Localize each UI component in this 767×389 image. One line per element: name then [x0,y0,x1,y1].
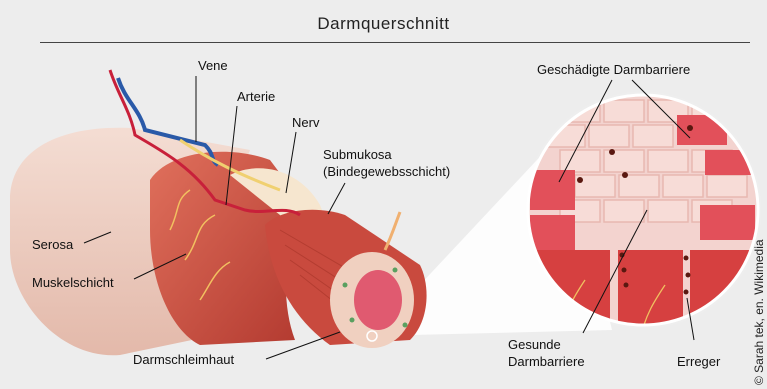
label-geschaedigte: Geschädigte Darmbarriere [537,62,690,78]
label-submukosa-sub: (Bindegewebsschicht) [323,164,450,180]
label-arterie: Arterie [237,89,275,105]
label-darmbarriere: Darmbarriere [508,354,585,370]
label-gesunde: Gesunde [508,337,561,353]
mucosa-lumen [354,270,402,330]
label-submukosa: Submukosa [323,147,392,163]
nerve-branch [385,212,400,250]
label-muskelschicht: Muskelschicht [32,275,114,291]
label-darmschleimhaut: Darmschleimhaut [133,352,234,368]
label-nerv: Nerv [292,115,319,131]
image-credit: © Sarah tek, en. Wikimedia [752,239,766,385]
label-erreger: Erreger [677,354,720,370]
label-serosa: Serosa [32,237,73,253]
label-vene: Vene [198,58,228,74]
